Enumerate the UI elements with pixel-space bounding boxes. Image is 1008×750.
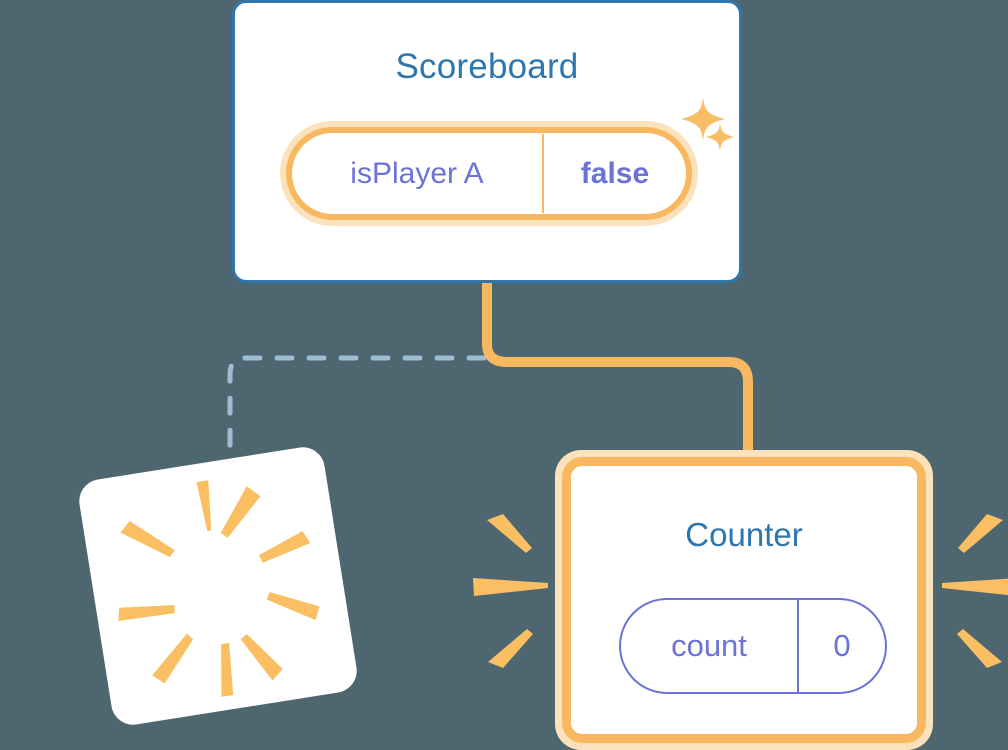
burst-rays-icon — [118, 480, 320, 697]
rotated-blank-card[interactable] — [76, 444, 360, 728]
scoreboard-title: Scoreboard — [395, 47, 579, 86]
scoreboard-state-pill-inner: isPlayer A false — [286, 127, 692, 220]
scoreboard-to-burst-card-connector — [227, 355, 487, 471]
counter-card-inner: Counter count 0 — [562, 457, 926, 743]
scoreboard-card[interactable]: Scoreboard isPlayer A false — [232, 0, 742, 283]
counter-state-pill[interactable]: count 0 — [619, 598, 887, 694]
counter-state-value: 0 — [833, 628, 851, 663]
pill-divider — [797, 600, 799, 692]
counter-burst-rays-right-icon — [942, 514, 1008, 668]
pill-divider — [542, 134, 544, 213]
counter-state-key: count — [671, 628, 747, 663]
counter-card[interactable]: Counter count 0 — [555, 450, 933, 750]
scoreboard-state-key: isPlayer A — [350, 156, 484, 190]
scoreboard-state-pill[interactable]: isPlayer A false — [280, 121, 698, 226]
sparkle-large-icon — [681, 97, 725, 141]
sparkle-small-icon — [706, 123, 734, 151]
counter-title: Counter — [685, 516, 803, 553]
scoreboard-state-value: false — [580, 156, 650, 190]
scoreboard-to-counter-connector — [482, 280, 753, 462]
counter-burst-rays-left-icon — [473, 514, 548, 668]
